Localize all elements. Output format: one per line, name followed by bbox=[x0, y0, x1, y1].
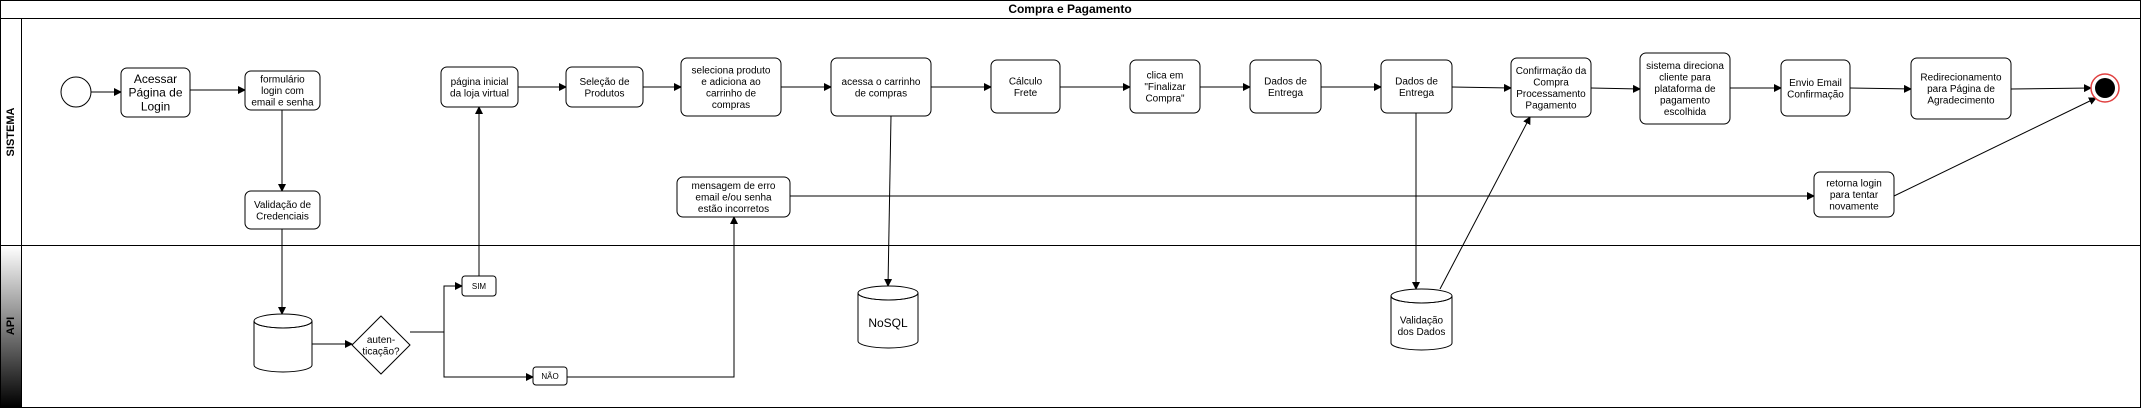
node-text-line: de compras bbox=[855, 88, 907, 99]
node-text-line: Cálculo bbox=[1009, 76, 1043, 87]
node-text-line: Produtos bbox=[584, 88, 624, 99]
node-db1[interactable] bbox=[253, 313, 313, 373]
node-end[interactable] bbox=[2090, 73, 2120, 103]
node-text-line: Acessar bbox=[134, 72, 177, 86]
node-confirmacao[interactable]: Confirmação daCompraProcessamentoPagamen… bbox=[1510, 57, 1592, 118]
edge-confirmacao-to-direciona bbox=[1590, 84, 1641, 93]
node-text-line: para tentar bbox=[1830, 190, 1879, 201]
node-text-line: "Finalizar bbox=[1144, 82, 1186, 93]
node-start[interactable] bbox=[60, 76, 92, 108]
lane-label-sistema: SISTEMA bbox=[5, 108, 17, 157]
node-text-line: Validação de bbox=[254, 200, 312, 211]
node-text-line: Credenciais bbox=[256, 211, 309, 222]
node-text-line: clica em bbox=[1147, 71, 1184, 82]
node-sim[interactable]: SIM bbox=[461, 275, 497, 297]
node-text-line: login com bbox=[261, 86, 304, 97]
node-text-line: Confirmação bbox=[1787, 89, 1844, 100]
node-text-line: novamente bbox=[1829, 202, 1879, 213]
node-text-line: Dados de bbox=[1395, 76, 1438, 87]
node-text-line: Envio Email bbox=[1789, 78, 1842, 89]
api-lane-header bbox=[1, 246, 21, 407]
node-text-line: plataforma de bbox=[1654, 84, 1716, 95]
edge-dados2-to-confirmacao bbox=[1451, 83, 1512, 92]
node-text-line: página inicial bbox=[451, 77, 509, 88]
node-text-line: da loja virtual bbox=[450, 88, 509, 99]
node-text-line: acessa o carrinho bbox=[842, 77, 921, 88]
node-nosql[interactable]: NoSQL bbox=[857, 285, 919, 349]
node-text-line: Processamento bbox=[1516, 89, 1586, 100]
node-gateway[interactable]: auten-ticação? bbox=[351, 315, 411, 375]
node-text-line: Confirmação da bbox=[1516, 66, 1587, 77]
node-text-line: Dados de bbox=[1264, 76, 1307, 87]
node-text-line: Frete bbox=[1014, 88, 1038, 99]
node-text-line: sistema direciona bbox=[1646, 61, 1724, 72]
node-text-line: Entrega bbox=[1268, 88, 1303, 99]
node-text-line: estão incorretos bbox=[698, 204, 769, 215]
node-text-line: carrinho de bbox=[706, 88, 756, 99]
lane-label-api: API bbox=[5, 317, 17, 335]
edge-gateway-to-nao bbox=[410, 331, 534, 381]
node-text-line: compras bbox=[712, 100, 750, 111]
edge-redirecionamento-to-end bbox=[2010, 84, 2092, 93]
node-text-line: para Página de bbox=[1927, 84, 1995, 95]
node-text-line: email e/ou senha bbox=[695, 193, 772, 204]
diagram-title: Compra e Pagamento bbox=[1008, 2, 1131, 16]
node-text-line: ticação? bbox=[362, 346, 400, 357]
node-text-line: SIM bbox=[472, 282, 487, 291]
node-text-line: formulário bbox=[260, 75, 305, 86]
node-text-line: mensagem de erro bbox=[692, 181, 776, 192]
node-text-line: Seleção de bbox=[579, 77, 629, 88]
node-text-line: retorna login bbox=[1826, 179, 1882, 190]
node-text-line: escolhida bbox=[1664, 107, 1707, 118]
node-text-line: NoSQL bbox=[868, 316, 908, 330]
node-text-line: pagamento bbox=[1660, 96, 1710, 107]
edge-acessa-to-nosql bbox=[884, 115, 893, 287]
node-text-line: Entrega bbox=[1399, 88, 1434, 99]
node-text-line: dos Dados bbox=[1398, 327, 1446, 338]
node-text-line: Redirecionamento bbox=[1920, 73, 2002, 84]
node-text-line: Login bbox=[141, 100, 170, 114]
node-text-line: Página de bbox=[128, 86, 182, 100]
node-text-line: cliente para bbox=[1659, 73, 1711, 84]
node-text-line: seleciona produto bbox=[692, 65, 771, 76]
node-text-line: Compra bbox=[1533, 77, 1569, 88]
node-text-line: e adiciona ao bbox=[701, 77, 761, 88]
node-text-line: Agradecimento bbox=[1927, 96, 1995, 107]
node-text-line: Compra" bbox=[1145, 94, 1185, 105]
edge-nao-to-erro bbox=[567, 216, 738, 378]
edge-retorna-to-end bbox=[1893, 97, 2097, 197]
node-nao[interactable]: NÃO bbox=[532, 366, 568, 386]
node-text-line: Pagamento bbox=[1525, 100, 1577, 111]
node-text-line: Validação bbox=[1400, 315, 1444, 326]
edge-validacao_dados-to-confirmacao bbox=[1439, 116, 1531, 290]
node-text-line: email e senha bbox=[251, 98, 314, 109]
edge-envio-to-redirecionamento bbox=[1849, 84, 1912, 93]
node-text-line: NÃO bbox=[541, 372, 558, 381]
node-text-line: auten- bbox=[367, 335, 395, 346]
